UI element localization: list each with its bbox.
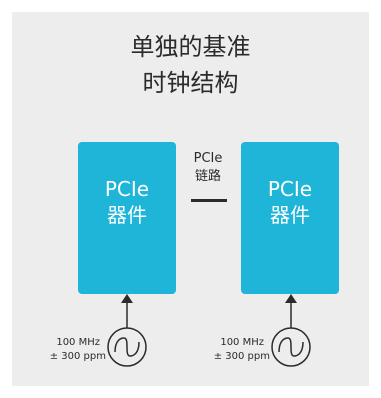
clock-source-left <box>107 294 147 367</box>
pcie-device-left-sublabel: 器件 <box>107 203 147 227</box>
pcie-device-right: PCIe 器件 <box>241 142 339 294</box>
arrow-up-icon <box>285 294 297 303</box>
arrow-up-icon <box>121 294 133 303</box>
pcie-device-left-label: PCIe <box>104 177 150 201</box>
diagram-title-line-2: 时钟结构 <box>142 69 239 97</box>
pcie-link-sublabel: 链路 <box>194 169 221 184</box>
pcie-link-line <box>191 199 227 202</box>
clock-left-frequency: 100 MHz <box>56 337 100 348</box>
pcie-device-right-sublabel: 器件 <box>270 203 310 227</box>
clock-left-tolerance: ± 300 ppm <box>49 351 106 362</box>
oscillator-icon <box>107 327 147 367</box>
diagram-title-line-1: 单独的基准 <box>130 33 251 61</box>
pcie-device-left: PCIe 器件 <box>78 142 176 294</box>
clock-right-tolerance: ± 300 ppm <box>213 351 270 362</box>
clock-right-frequency: 100 MHz <box>220 337 264 348</box>
pcie-link-label: PCIe <box>193 151 223 166</box>
clock-source-right <box>271 294 311 367</box>
oscillator-icon <box>271 327 311 367</box>
pcie-device-right-label: PCIe <box>267 177 313 201</box>
